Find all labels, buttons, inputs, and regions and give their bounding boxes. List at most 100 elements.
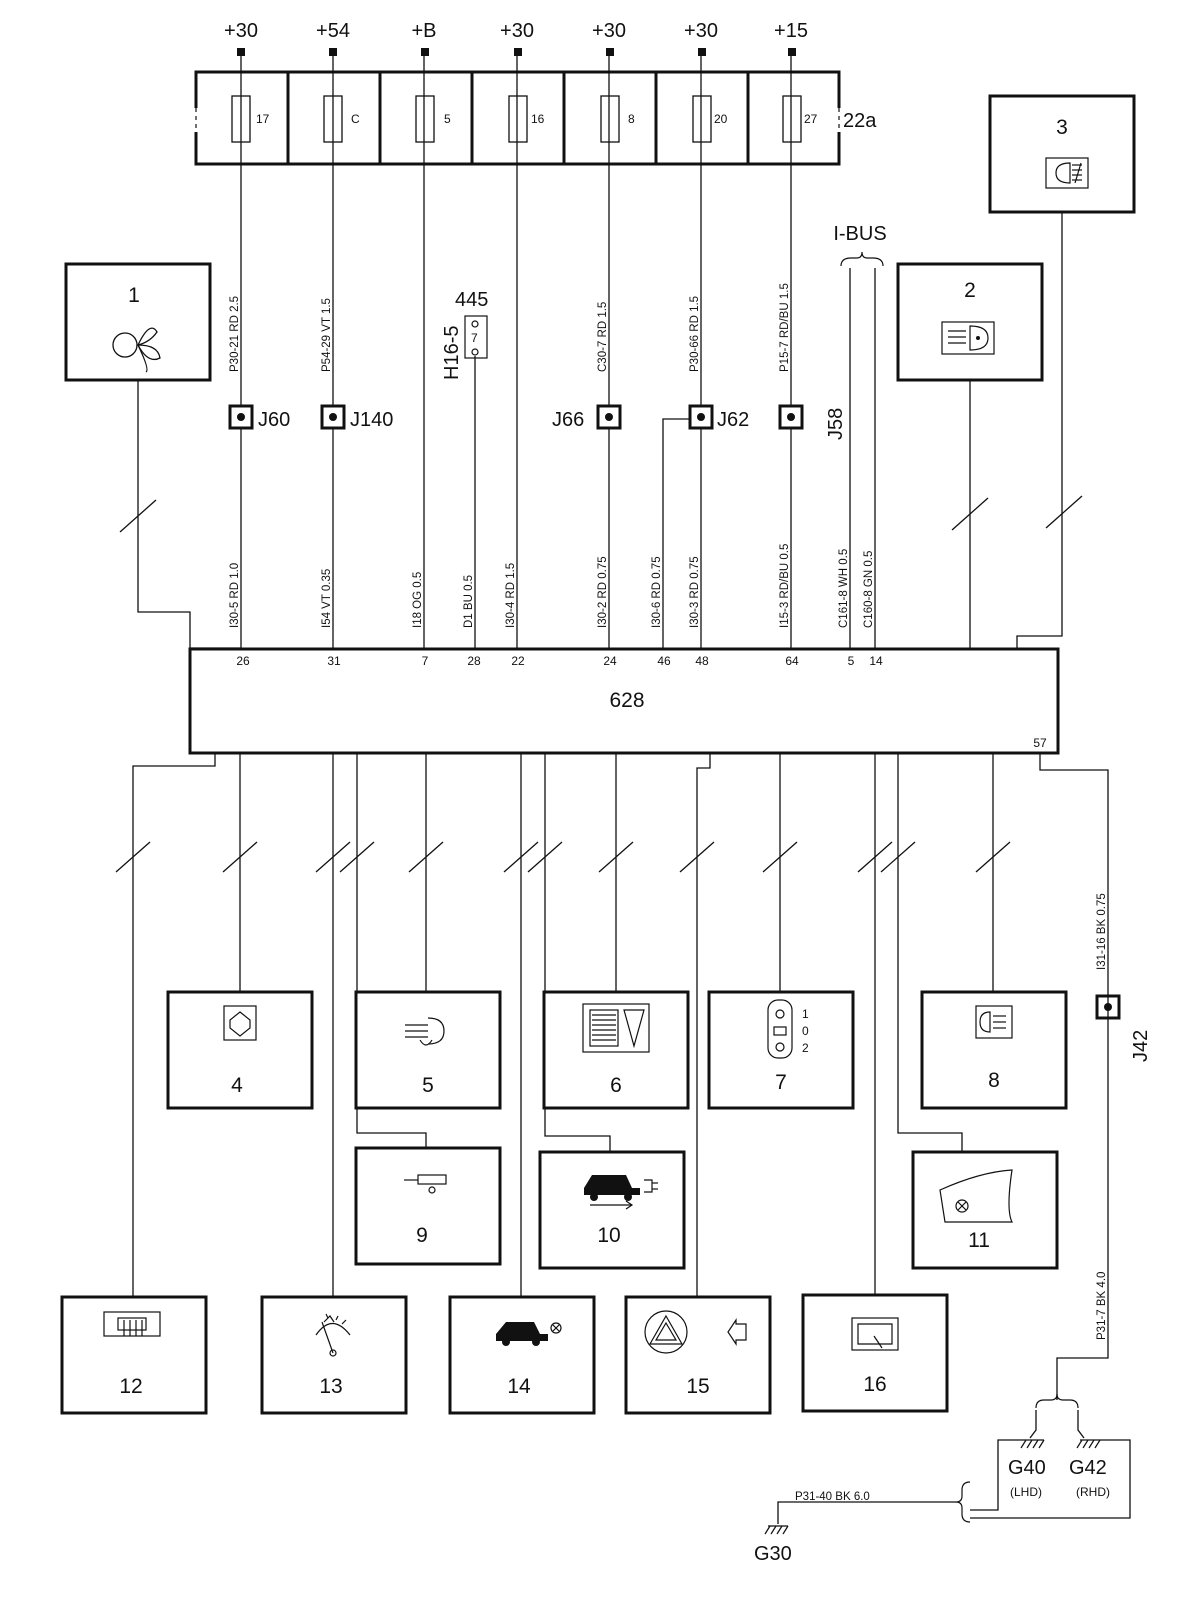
wire-i30-4: I30-4 RD 1.5: [505, 563, 517, 628]
wire-i15-3: I15-3 RD/BU 0.5: [779, 544, 791, 628]
component-15-label: 15: [686, 1375, 709, 1398]
component-2-headlight-switch: 2: [896, 262, 1044, 382]
wire-p15-7: P15-7 RD/BU 1.5: [779, 283, 791, 372]
pin-26: 26: [236, 654, 250, 668]
component-12-rear-defrost: 12: [60, 1295, 208, 1415]
supply-wires: [240, 56, 876, 650]
connector-j60: J60: [258, 409, 290, 431]
pin-28: 28: [467, 654, 481, 668]
component-4-label: 4: [231, 1074, 243, 1097]
h16-pin: 7: [471, 331, 478, 345]
component-16-mirror-switch: 16: [801, 1293, 949, 1413]
component-13-label: 13: [319, 1375, 342, 1398]
supply-label-5: +30: [592, 20, 626, 42]
blower-fan-icon: [112, 327, 161, 373]
component-9-trailer: 9: [354, 1146, 502, 1266]
switch-position-1: 1: [802, 1007, 809, 1021]
lower-wire-labels: I30-5 RD 1.0 I54 VT 0.35 I18 OG 0.5 D1 B…: [229, 544, 875, 628]
component-1-label: 1: [128, 284, 140, 307]
fuse-8: 8: [628, 112, 635, 126]
h16-connector: 7 445 H16-5: [441, 289, 488, 380]
connector-j42: J42: [1130, 1030, 1152, 1062]
supply-label-7: +15: [774, 20, 808, 42]
pin-5: 5: [848, 654, 855, 668]
switch-position-0: 0: [802, 1024, 809, 1038]
ground-symbol-g40: [1020, 1439, 1045, 1449]
component-16-label: 16: [863, 1373, 886, 1396]
supply-label-1: +30: [224, 20, 258, 42]
pin-64: 64: [785, 654, 799, 668]
ground-splice: G40 G42 (LHD) (RHD) G30: [754, 1393, 1131, 1565]
supply-label-4: +30: [500, 20, 534, 42]
ground-g30: G30: [754, 1543, 792, 1565]
fuse-16: 16: [531, 112, 545, 126]
ibus-label: I-BUS: [833, 223, 886, 245]
bundle-slash-marks: [115, 841, 1011, 873]
pin-31: 31: [327, 654, 341, 668]
connector-blocks: [228, 404, 1121, 1020]
supply-label-6: +30: [684, 20, 718, 42]
supply-label-2: +54: [316, 20, 350, 42]
wire-p31-40: P31-40 BK 6.0: [795, 1491, 870, 1503]
connector-j58: J58: [825, 408, 847, 440]
ground-symbol-g42: [1076, 1439, 1101, 1449]
h16-number: 445: [455, 289, 488, 311]
pin-46: 46: [657, 654, 671, 668]
wire-c161-8: C161-8 WH 0.5: [838, 549, 850, 628]
headlight-icon: [941, 321, 995, 355]
wire-i54: I54 VT 0.35: [321, 569, 333, 628]
ground-g42-rhd: (RHD): [1076, 1485, 1110, 1499]
fuse-20: 20: [714, 112, 728, 126]
component-7-label: 7: [775, 1071, 787, 1094]
ground-g42: G42: [1069, 1457, 1107, 1479]
component-6-label: 6: [610, 1074, 622, 1097]
wire-c30-7: C30-7 RD 1.5: [597, 302, 609, 372]
connector-j140: J140: [350, 409, 393, 431]
fuse-5: 5: [444, 112, 451, 126]
connector-j66: J66: [552, 409, 584, 431]
component-3-label: 3: [1056, 116, 1068, 139]
wire-p30-66: P30-66 RD 1.5: [689, 296, 701, 372]
wire-i30-3: I30-3 RD 0.75: [689, 556, 701, 628]
component-11-label: 11: [968, 1229, 990, 1252]
supply-label-3: +B: [411, 20, 436, 42]
pin-7: 7: [422, 654, 429, 668]
wire-p54-29: P54-29 VT 1.5: [321, 298, 333, 372]
fuse-27: 27: [804, 112, 818, 126]
component-15-hazard: 15: [624, 1295, 772, 1415]
component-5-fog-lamp: 5: [354, 990, 502, 1110]
switch-position-2: 2: [802, 1041, 809, 1055]
pin-22: 22: [511, 654, 525, 668]
wire-i30-5: I30-5 RD 1.0: [229, 563, 241, 628]
ground-g40-lhd: (LHD): [1010, 1485, 1042, 1499]
component-13-wiper: 13: [260, 1295, 408, 1415]
component-14-trunk-lamp: 14: [448, 1295, 596, 1415]
wire-p31-7: P31-7 BK 4.0: [1096, 1272, 1108, 1340]
module-label: 628: [609, 689, 644, 712]
upper-wire-labels: P30-21 RD 2.5 P54-29 VT 1.5 C30-7 RD 1.5…: [229, 283, 791, 372]
component-8-rear-fog: 8: [920, 990, 1068, 1110]
fuse-box: 17 C 5 16 8 20 27 22a: [193, 70, 877, 166]
wire-i30-6: I30-6 RD 0.75: [651, 556, 663, 628]
component-9-label: 9: [416, 1224, 428, 1247]
ibus-bracket: I-BUS: [833, 223, 887, 267]
supply-labels: +30 +54 +B +30 +30 +30 +15: [224, 20, 808, 42]
pin-57: 57: [1033, 736, 1047, 750]
component-5-label: 5: [422, 1074, 434, 1097]
component-1-blower: 1: [64, 262, 212, 382]
fuse-17: 17: [256, 112, 270, 126]
fog-light-icon: [1045, 157, 1089, 189]
component-12-label: 12: [119, 1375, 142, 1398]
wire-p30-21: P30-21 RD 2.5: [229, 296, 241, 372]
component-8-label: 8: [988, 1069, 1000, 1092]
ground-g40: G40: [1008, 1457, 1046, 1479]
component-6-display: 6: [542, 990, 690, 1110]
wire-i30-2: I30-2 RD 0.75: [597, 556, 609, 628]
connector-labels: J60 J140 J66 J62 J58 J42: [258, 408, 1152, 1062]
wire-d1: D1 BU 0.5: [463, 575, 475, 628]
fuse-c: C: [351, 112, 360, 126]
supply-terminals: [237, 48, 796, 56]
component-10-towing: 10: [538, 1150, 686, 1270]
ground-wire-labels: I31-16 BK 0.75 P31-7 BK 4.0 P31-40 BK 6.…: [795, 893, 1108, 1503]
